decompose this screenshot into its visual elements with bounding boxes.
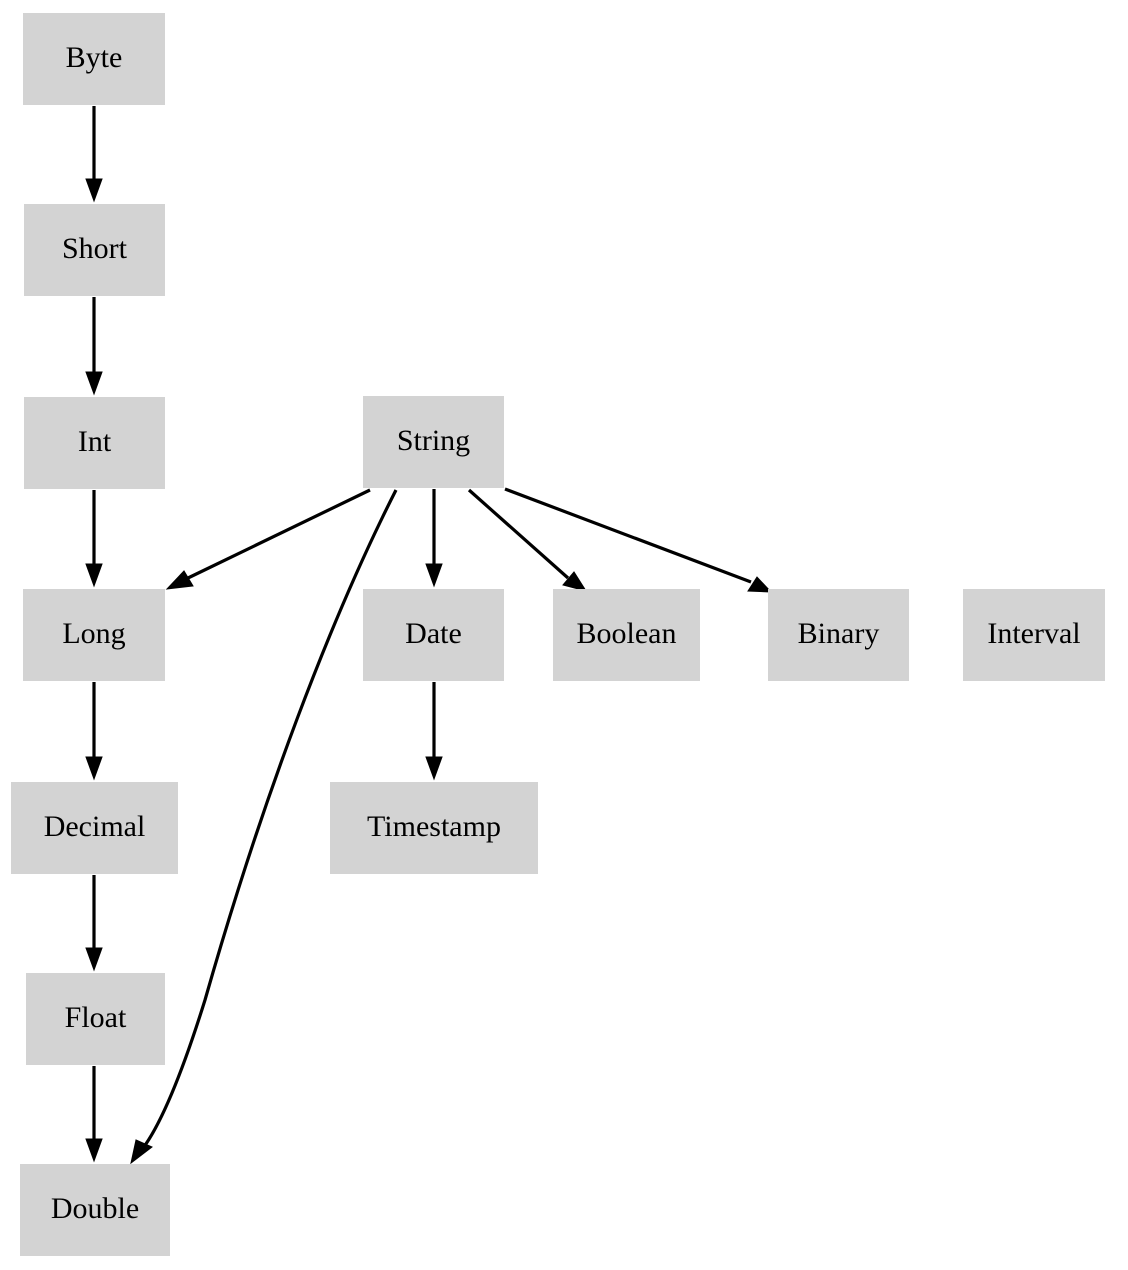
- node-box[interactable]: [553, 589, 700, 681]
- edge-line: [138, 489, 398, 1154]
- arrowhead-icon: [425, 563, 443, 588]
- edge-float-double: [85, 1066, 103, 1163]
- arrowhead-icon: [562, 571, 588, 592]
- arrowhead-icon: [85, 371, 103, 396]
- edge-string-double: [130, 489, 398, 1165]
- arrowhead-icon: [85, 756, 103, 781]
- node-float[interactable]: Float: [26, 973, 165, 1065]
- node-interval[interactable]: Interval: [963, 589, 1105, 681]
- edge-decimal-float: [85, 875, 103, 972]
- arrowhead-icon: [85, 178, 103, 203]
- edge-byte-short: [85, 106, 103, 203]
- edge-string-long: [165, 488, 371, 590]
- node-box[interactable]: [23, 13, 165, 105]
- arrowhead-icon: [85, 947, 103, 972]
- node-double[interactable]: Double: [20, 1164, 170, 1256]
- edge-long-decimal: [85, 682, 103, 781]
- node-box[interactable]: [963, 589, 1105, 681]
- edge-line: [504, 487, 752, 584]
- edge-date-timestamp: [425, 682, 443, 781]
- node-box[interactable]: [768, 589, 909, 681]
- node-int[interactable]: Int: [24, 397, 165, 489]
- edge-line: [467, 488, 570, 580]
- edge-string-binary: [504, 487, 773, 593]
- node-byte[interactable]: Byte: [23, 13, 165, 105]
- arrowhead-icon: [130, 1139, 153, 1165]
- edge-int-long: [85, 490, 103, 588]
- node-box[interactable]: [23, 589, 165, 681]
- node-decimal[interactable]: Decimal: [11, 782, 178, 874]
- node-boolean[interactable]: Boolean: [553, 589, 700, 681]
- arrowhead-icon: [747, 576, 773, 593]
- node-box[interactable]: [330, 782, 538, 874]
- node-box[interactable]: [24, 397, 165, 489]
- node-short[interactable]: Short: [24, 204, 165, 296]
- arrowhead-icon: [425, 756, 443, 781]
- arrowhead-icon: [165, 570, 194, 590]
- arrowhead-icon: [85, 1138, 103, 1163]
- node-box[interactable]: [11, 782, 178, 874]
- edges-layer: [85, 106, 773, 1165]
- node-binary[interactable]: Binary: [768, 589, 909, 681]
- edge-short-int: [85, 297, 103, 396]
- node-box[interactable]: [363, 589, 504, 681]
- node-box[interactable]: [363, 396, 504, 488]
- node-date[interactable]: Date: [363, 589, 504, 681]
- node-long[interactable]: Long: [23, 589, 165, 681]
- node-box[interactable]: [26, 973, 165, 1065]
- node-timestamp[interactable]: Timestamp: [330, 782, 538, 874]
- node-box[interactable]: [20, 1164, 170, 1256]
- edge-string-boolean: [467, 488, 588, 592]
- edge-line: [187, 488, 371, 580]
- node-box[interactable]: [24, 204, 165, 296]
- arrowhead-icon: [85, 563, 103, 588]
- edge-string-date: [425, 489, 443, 588]
- node-string[interactable]: String: [363, 396, 504, 488]
